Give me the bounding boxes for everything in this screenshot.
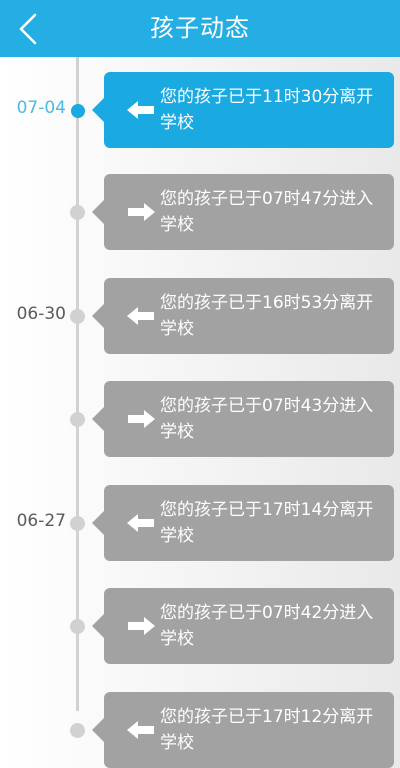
- event-bubble[interactable]: 您的孩子已于07时43分进入学校: [92, 381, 394, 457]
- event-bubble[interactable]: 您的孩子已于16时53分离开学校: [92, 278, 394, 354]
- timeline-dot: [70, 723, 85, 738]
- arrow-left-icon: [127, 101, 154, 119]
- back-button[interactable]: [0, 0, 56, 57]
- event-message: 您的孩子已于17时14分离开学校: [160, 500, 374, 546]
- arrow-left-icon: [127, 307, 154, 325]
- event-message: 您的孩子已于17时12分离开学校: [160, 707, 374, 753]
- arrow-right-icon: [128, 410, 155, 428]
- timeline-line: [76, 57, 79, 711]
- event-bubble[interactable]: 您的孩子已于07时42分进入学校: [92, 588, 394, 664]
- event-bubble[interactable]: 您的孩子已于17时14分离开学校: [92, 485, 394, 561]
- event-bubble[interactable]: 您的孩子已于17时12分离开学校: [92, 692, 394, 768]
- timeline-event: 您的孩子已于17时12分离开学校: [0, 692, 400, 768]
- event-bubble[interactable]: 您的孩子已于07时47分进入学校: [92, 174, 394, 250]
- app-header: 孩子动态: [0, 0, 400, 57]
- timeline-dot: [70, 412, 85, 427]
- arrow-left-icon: [127, 514, 154, 532]
- arrow-left-icon: [127, 721, 154, 739]
- arrow-right-icon: [128, 203, 155, 221]
- timeline-event: 07-04 您的孩子已于11时30分离开学校: [0, 72, 400, 148]
- timeline-dot: [70, 619, 85, 634]
- timeline-event: 06-30 您的孩子已于16时53分离开学校: [0, 278, 400, 354]
- event-date: 06-30: [16, 304, 66, 324]
- event-message: 您的孩子已于07时47分进入学校: [160, 189, 374, 235]
- page-title: 孩子动态: [150, 14, 250, 42]
- back-chevron-icon: [19, 13, 37, 44]
- event-date: 07-04: [16, 98, 66, 118]
- timeline-event: 您的孩子已于07时43分进入学校: [0, 381, 400, 457]
- event-bubble[interactable]: 您的孩子已于11时30分离开学校: [92, 72, 394, 148]
- timeline-dot: [70, 516, 85, 531]
- timeline-dot: [71, 104, 85, 118]
- timeline-dot: [70, 205, 85, 220]
- timeline-dot: [70, 309, 85, 324]
- event-message: 您的孩子已于07时43分进入学校: [160, 396, 374, 442]
- event-message: 您的孩子已于07时42分进入学校: [160, 603, 374, 649]
- event-message: 您的孩子已于16时53分离开学校: [160, 293, 374, 339]
- event-message: 您的孩子已于11时30分离开学校: [160, 87, 374, 133]
- timeline-event: 您的孩子已于07时42分进入学校: [0, 588, 400, 664]
- arrow-right-icon: [128, 617, 155, 635]
- activity-timeline[interactable]: 07-04 您的孩子已于11时30分离开学校 您的孩子已于07时47分进入学校 …: [0, 57, 400, 768]
- timeline-event: 您的孩子已于07时47分进入学校: [0, 174, 400, 250]
- timeline-event: 06-27 您的孩子已于17时14分离开学校: [0, 485, 400, 561]
- event-date: 06-27: [16, 511, 66, 531]
